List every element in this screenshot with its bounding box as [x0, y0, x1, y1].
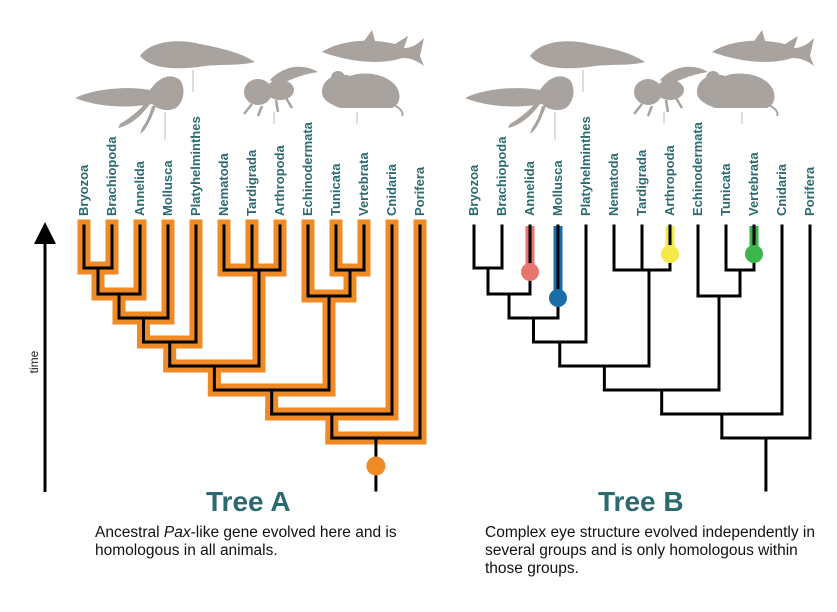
taxon-label: Echinodermata — [300, 121, 315, 216]
time-axis-label: time — [27, 350, 41, 373]
mouse-icon — [322, 71, 404, 117]
taxon-label: Arthropoda — [662, 144, 677, 216]
tree-b-caption: Complex eye structure evolved independen… — [485, 524, 815, 577]
taxon-label: Brachiopoda — [494, 136, 509, 216]
tree-a-caption-part1: Ancestral — [95, 524, 164, 541]
taxon-label: Bryozoa — [76, 164, 91, 216]
taxon-label: Mollusca — [160, 160, 175, 216]
gene-origin-marker — [366, 456, 386, 476]
taxon-label: Brachiopoda — [104, 136, 119, 216]
tree-a-caption: Ancestral Pax-like gene evolved here and… — [95, 524, 435, 560]
taxon-label: Vertebrata — [356, 152, 371, 216]
tree-a-title: Tree A — [206, 486, 291, 517]
taxon-label: Porifera — [802, 166, 817, 216]
fly-icon — [243, 66, 318, 117]
taxon-label: Cnidaria — [384, 163, 399, 216]
taxon-label: Nematoda — [606, 152, 621, 216]
taxon-label: Vertebrata — [746, 152, 761, 216]
squid-icon — [75, 76, 184, 134]
taxon-label: Platyhelminthes — [578, 116, 593, 216]
taxon-label: Annelida — [522, 160, 537, 216]
shark-icon — [322, 30, 424, 66]
tree-b-title: Tree B — [598, 486, 684, 517]
taxon-label: Tunicata — [328, 163, 343, 216]
eye-origin-marker — [661, 245, 679, 263]
taxon-label: Annelida — [132, 160, 147, 216]
squid-icon — [465, 76, 574, 134]
taxon-label: Cnidaria — [774, 163, 789, 216]
taxon-label: Tunicata — [718, 163, 733, 216]
mouse-icon — [697, 71, 779, 117]
taxon-label: Tardigrada — [634, 149, 649, 216]
taxon-label: Porifera — [412, 166, 427, 216]
taxon-label: Platyhelminthes — [188, 116, 203, 216]
tree-a-caption-italic: Pax — [163, 524, 191, 541]
eye-origin-marker — [745, 245, 763, 263]
taxon-label: Tardigrada — [244, 149, 259, 216]
eye-origin-marker — [549, 289, 567, 307]
taxon-label: Arthropoda — [272, 144, 287, 216]
taxon-label: Nematoda — [216, 152, 231, 216]
time-axis-arrowhead — [34, 222, 56, 244]
fly-icon — [633, 66, 708, 117]
taxon-label: Echinodermata — [690, 121, 705, 216]
taxon-label: Mollusca — [550, 160, 565, 216]
tree-a-caption-part2: -like gene evolved here and is homologou… — [95, 524, 397, 559]
tree-b: Bryozoa Brachiopoda Annelida Mollusca Platyh… — [466, 116, 817, 492]
tree-a: Bryozoa Brachiopoda Annelida Mollusca Platyh… — [76, 116, 427, 492]
flatworm-icon — [530, 41, 645, 69]
shark-icon — [712, 30, 814, 66]
taxon-label: Bryozoa — [466, 164, 481, 216]
icon-connectors — [164, 70, 743, 140]
flatworm-icon — [140, 41, 255, 69]
eye-origin-marker — [521, 263, 539, 281]
